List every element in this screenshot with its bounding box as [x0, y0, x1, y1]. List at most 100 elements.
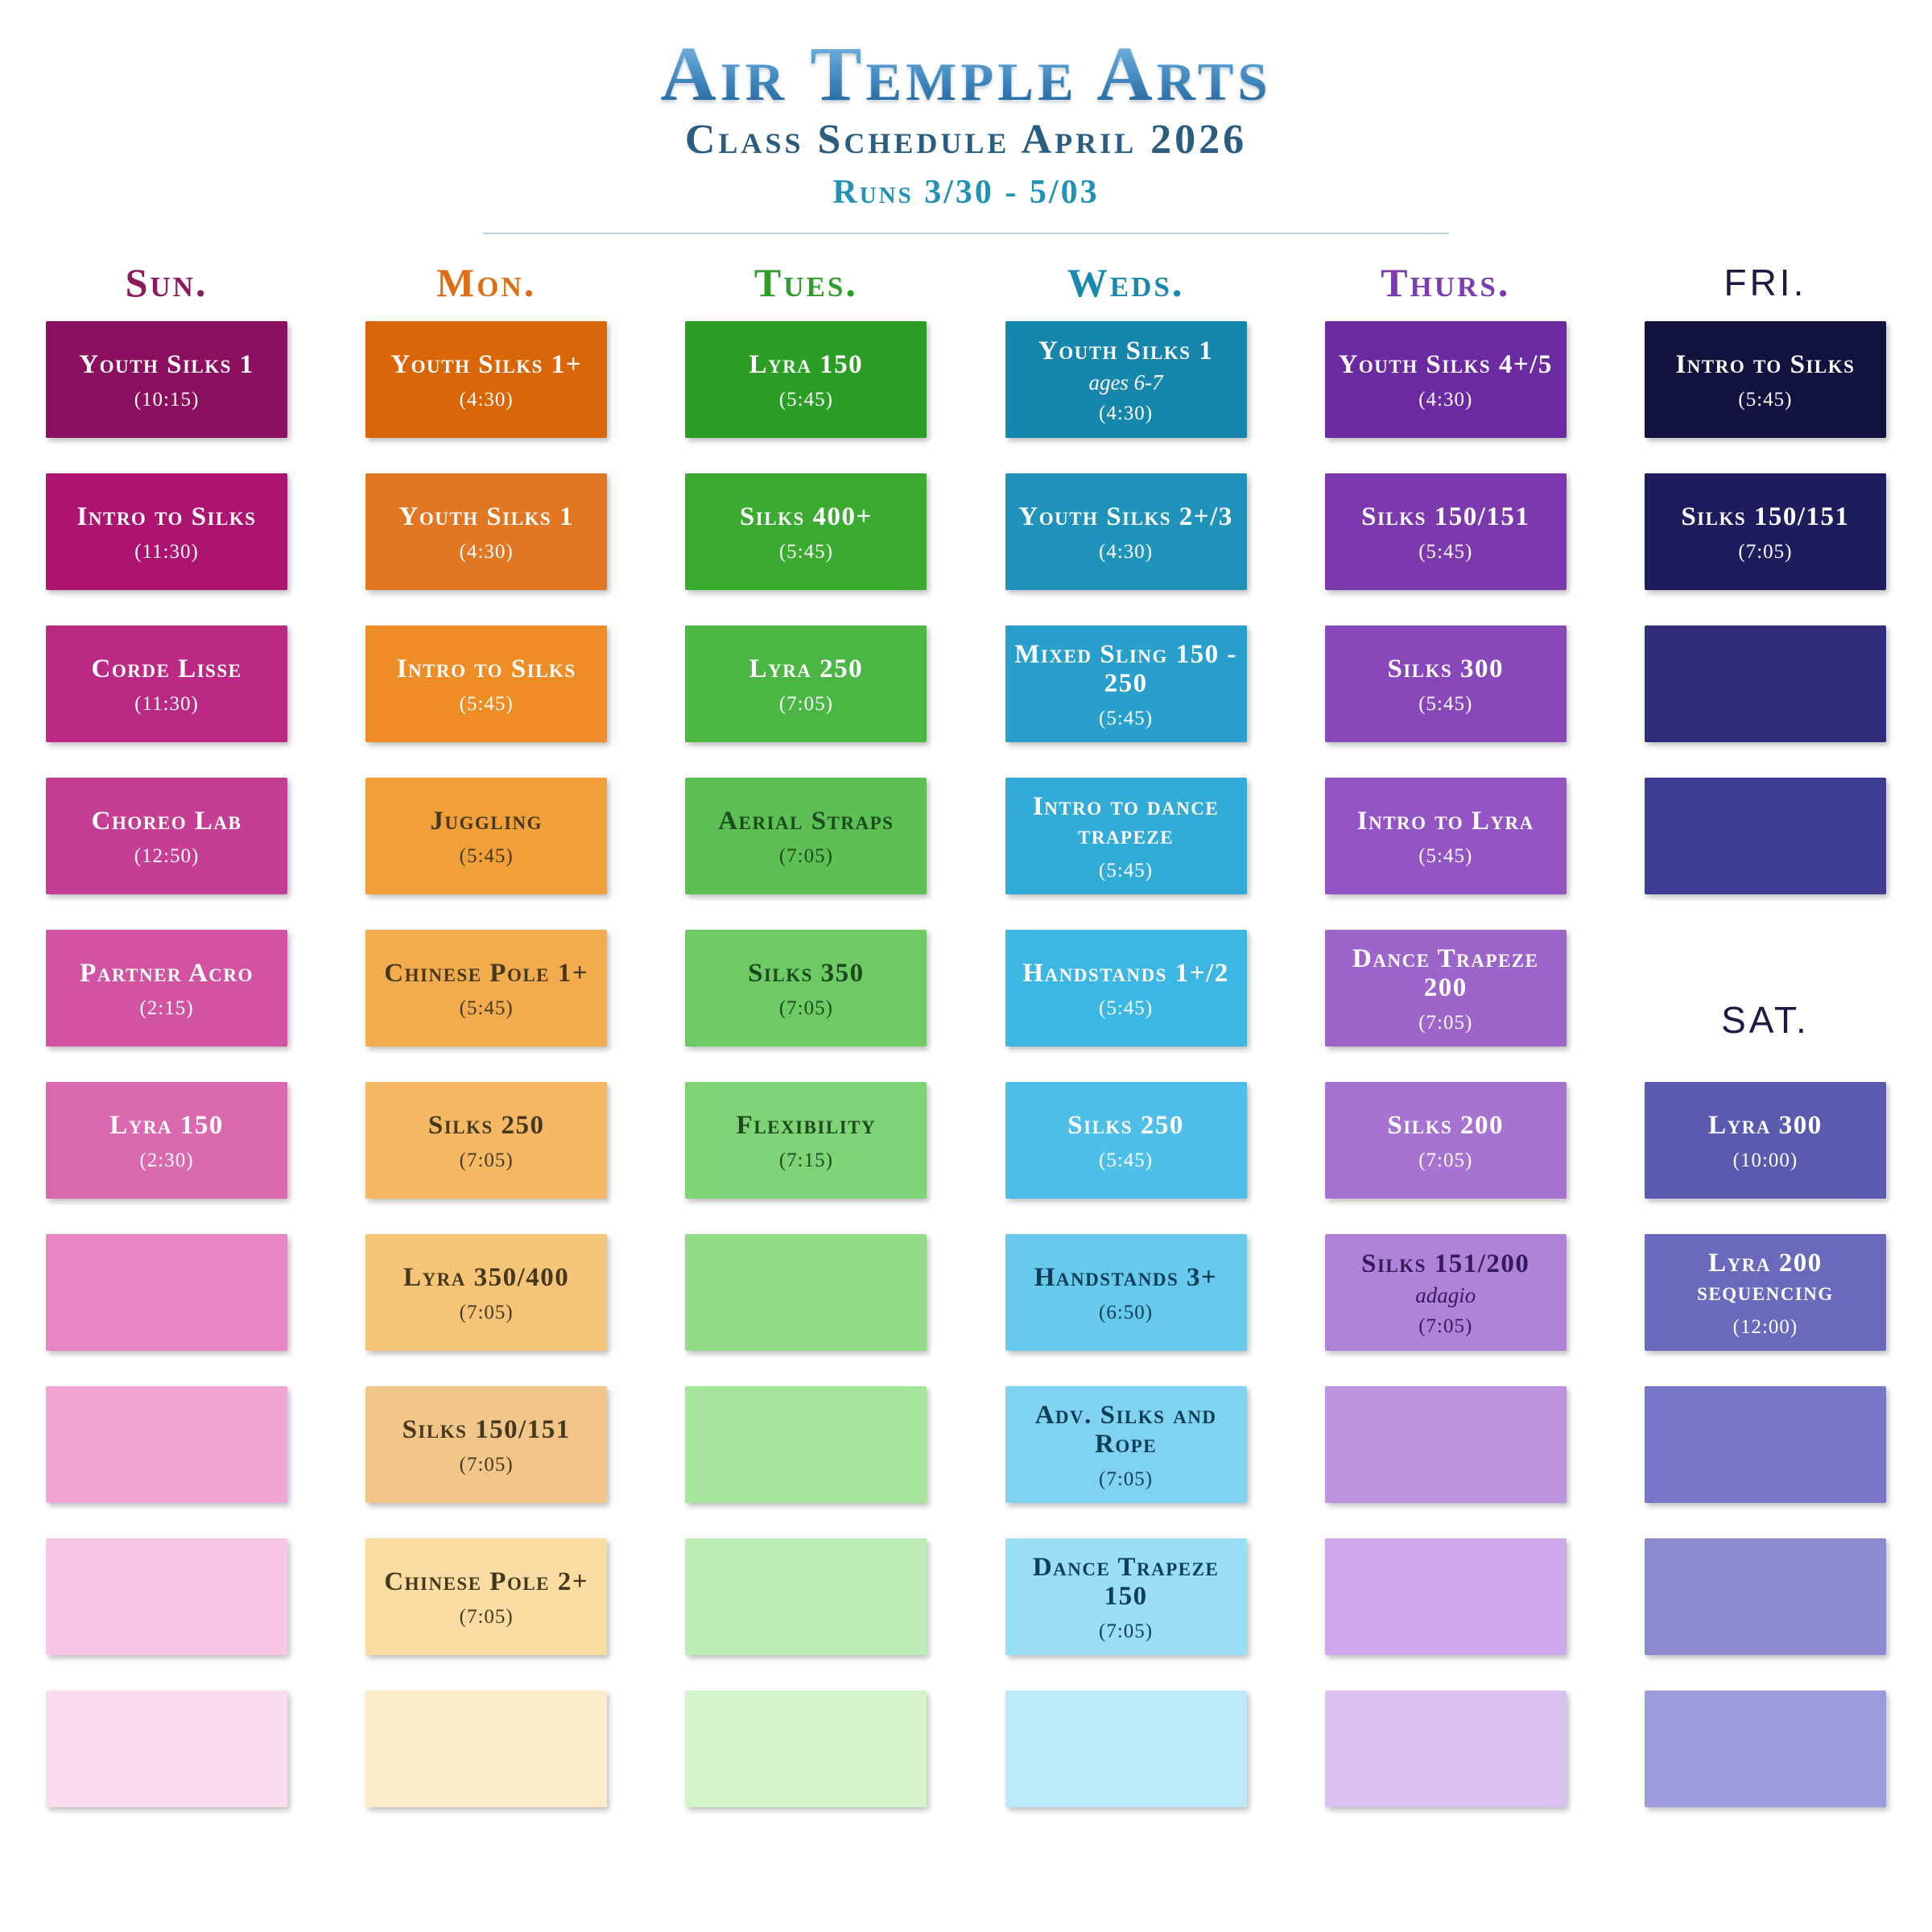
- class-card-silks-150-151: Silks 150/151 (5:45): [1324, 473, 1567, 591]
- empty-card-weds-10: [1005, 1690, 1247, 1808]
- class-time: (7:05): [459, 1301, 514, 1323]
- day-header-mon: Mon.: [436, 260, 537, 306]
- class-name: Silks 151/200: [1361, 1249, 1530, 1278]
- class-card-intro-to-silks: Intro to Silks(11:30): [46, 473, 287, 591]
- class-card-lyra-200-sequencing: Lyra 200 sequencing(12:00): [1644, 1234, 1886, 1352]
- class-card-silks-150-151: Silks 150/151(7:05): [365, 1386, 608, 1504]
- class-card-aerial-straps: Aerial Straps (7:05): [685, 778, 927, 895]
- class-name: Aerial Straps: [718, 807, 894, 836]
- class-card-corde-lisse: Corde Lisse (11:30): [46, 625, 287, 743]
- class-card-silks-250: Silks 250(7:05): [365, 1082, 608, 1199]
- empty-card-fri-10: [1644, 1690, 1886, 1808]
- class-card-lyra-300: Lyra 300 (10:00): [1644, 1082, 1886, 1199]
- class-subtitle: ages 6-7: [1088, 370, 1163, 395]
- empty-card-tues-10: [685, 1690, 927, 1808]
- class-name: Corde Lisse: [91, 654, 242, 683]
- class-name: Lyra 300: [1708, 1111, 1823, 1140]
- empty-card-thurs-8: [1324, 1386, 1567, 1504]
- schedule-grid: Sun.Youth Silks 1(10:15)Intro to Silks(1…: [0, 244, 1932, 1843]
- class-card-silks-350: Silks 350(7:05): [685, 930, 927, 1047]
- class-time: (7:05): [778, 997, 833, 1019]
- empty-card-fri-4: [1644, 778, 1886, 895]
- day-header-sun: Sun.: [125, 260, 208, 306]
- class-name: Youth Silks 1: [79, 350, 254, 379]
- class-time: (5:45): [1738, 388, 1793, 411]
- class-card-chinese-pole-2: Chinese Pole 2+ (7:05): [365, 1538, 608, 1656]
- class-time: (12:50): [134, 844, 200, 867]
- day-header-tues: Tues.: [753, 260, 858, 306]
- class-card-intro-to-silks: Intro to Silks(5:45): [365, 625, 608, 743]
- class-card-choreo-lab: Choreo Lab(12:50): [46, 778, 287, 895]
- class-card-handstands-3: Handstands 3+(6:50): [1005, 1234, 1247, 1352]
- class-time: (5:45): [459, 844, 514, 867]
- class-time: (4:30): [1418, 388, 1473, 411]
- class-name: Silks 150/151: [1361, 502, 1530, 531]
- class-card-youth-silks-4-5: Youth Silks 4+/5(4:30): [1324, 321, 1567, 439]
- class-card-dance-trapeze-200: Dance Trapeze 200(7:05): [1324, 930, 1567, 1047]
- class-name: Intro to dance trapeze: [1032, 791, 1220, 851]
- class-card-flexibility: Flexibility(7:15): [685, 1082, 927, 1199]
- class-name: Chinese Pole 1+: [384, 959, 589, 988]
- class-card-silks-200: Silks 200(7:05): [1324, 1082, 1567, 1199]
- empty-card-tues-7: [685, 1234, 927, 1352]
- class-name: Lyra 350/400: [403, 1263, 570, 1292]
- class-card-mixed-sling-150-250: Mixed Sling 150 - 250(5:45): [1005, 625, 1247, 743]
- empty-card-thurs-10: [1324, 1690, 1567, 1808]
- class-name: Lyra 150: [109, 1111, 224, 1140]
- class-name: Lyra 200 sequencing: [1697, 1248, 1834, 1307]
- class-time: (7:05): [459, 1605, 514, 1628]
- class-name: Juggling: [430, 807, 543, 836]
- class-time: (5:45): [459, 692, 514, 715]
- class-time: (5:45): [778, 540, 833, 563]
- class-card-youth-silks-1: Youth Silks 1 (10:15): [46, 321, 287, 439]
- empty-card-thurs-9: [1324, 1538, 1567, 1656]
- class-name: Partner Acro: [80, 959, 254, 988]
- class-time: (4:30): [1099, 402, 1154, 425]
- class-card-dance-trapeze-150: Dance Trapeze 150(7:05): [1005, 1538, 1247, 1656]
- class-name: Handstands 3+: [1034, 1263, 1218, 1292]
- class-time: (5:45): [1099, 708, 1154, 730]
- class-time: (11:30): [134, 692, 199, 715]
- class-time: (5:45): [1418, 540, 1473, 563]
- page-subtitle: Class Schedule April 2026: [684, 116, 1248, 163]
- empty-card-sun-10: [46, 1690, 287, 1808]
- day-column-tues: Tues.Lyra 150(5:45)Silks 400+(5:45)Lyra …: [685, 244, 927, 1843]
- class-name: Silks 150/151: [1681, 502, 1850, 531]
- class-time: (10:15): [134, 388, 200, 411]
- class-name: Intro to Silks: [1675, 350, 1856, 379]
- class-time: (5:45): [1418, 844, 1473, 867]
- empty-card-sun-8: [46, 1386, 287, 1504]
- class-name: Intro to Lyra: [1356, 807, 1534, 836]
- class-card-chinese-pole-1: Chinese Pole 1+ (5:45): [365, 930, 608, 1047]
- class-name: Handstands 1+/2: [1022, 959, 1229, 988]
- class-time: (10:00): [1732, 1149, 1798, 1171]
- class-name: Lyra 150: [749, 350, 864, 379]
- divider: [483, 233, 1449, 235]
- class-name: Chinese Pole 2+: [384, 1567, 589, 1596]
- class-time: (7:05): [778, 692, 833, 715]
- class-time: (7:05): [778, 844, 833, 867]
- class-time: (5:45): [459, 997, 514, 1019]
- class-card-lyra-350-400: Lyra 350/400 (7:05): [365, 1234, 608, 1352]
- class-card-handstands-1-2: Handstands 1+/2 (5:45): [1005, 930, 1247, 1047]
- class-time: (5:45): [1099, 860, 1154, 882]
- class-name: Silks 300: [1387, 654, 1505, 683]
- day-column-mon: Mon.Youth Silks 1+(4:30)Youth Silks 1(4:…: [365, 244, 608, 1843]
- class-card-partner-acro: Partner Acro(2:15): [46, 930, 287, 1047]
- day-header-sat: SAT.: [1721, 999, 1810, 1042]
- class-name: Silks 250: [427, 1111, 545, 1140]
- class-time: (7:05): [459, 1453, 514, 1476]
- class-time: (7:05): [1738, 540, 1793, 563]
- day-header-thurs: Thurs.: [1381, 260, 1511, 306]
- class-card-adv-silks-and-rope: Adv. Silks and Rope(7:05): [1005, 1386, 1247, 1504]
- class-time: (7:15): [778, 1149, 833, 1171]
- class-card-youth-silks-1: Youth Silks 1(4:30): [365, 473, 608, 591]
- class-time: (5:45): [1099, 997, 1154, 1019]
- class-subtitle: adagio: [1415, 1283, 1476, 1308]
- class-time: (7:05): [1418, 1315, 1473, 1338]
- class-name: Adv. Silks and Rope: [1034, 1400, 1217, 1459]
- class-name: Intro to Silks: [76, 502, 257, 531]
- class-time: (4:30): [1099, 540, 1154, 563]
